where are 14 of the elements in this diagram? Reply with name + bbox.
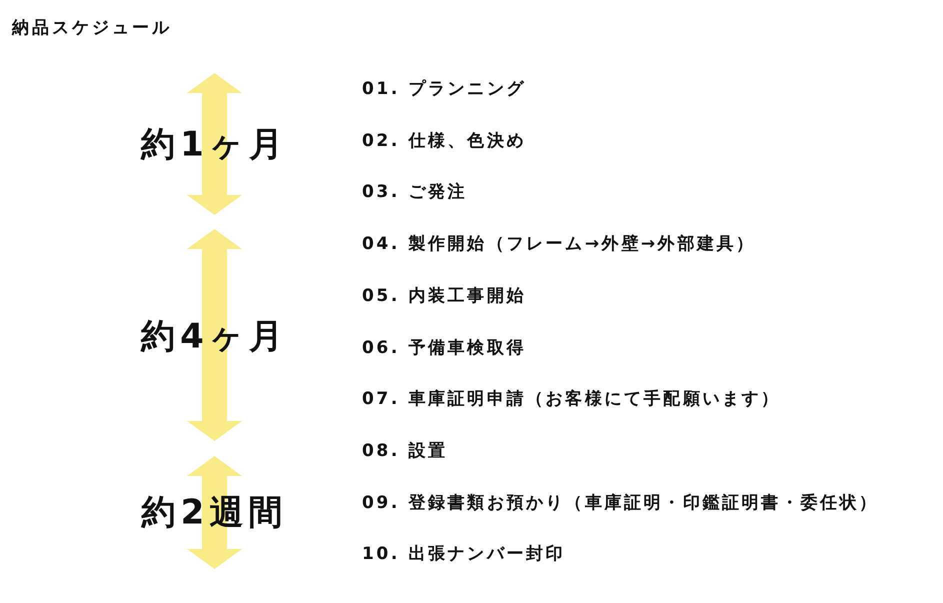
duration-label: 約4ヶ月 (141, 316, 288, 358)
step-text: 08. 設置 (362, 440, 448, 462)
step-text: 05. 内装工事開始 (362, 286, 526, 306)
step-text: 07. 車庫証明申請（お客様にて手配願います） (362, 389, 781, 410)
duration-label: 約1ヶ月 (141, 124, 288, 166)
step-text: 10. 出張ナンバー封印 (362, 544, 566, 564)
step-text: 02. 仕様、色決め (362, 130, 526, 151)
step-text: 09. 登録書類お預かり（車庫証明・印鑑証明書・委任状） (362, 492, 879, 513)
title: 納品スケジュール (12, 18, 172, 38)
step-text: 04. 製作開始（フレーム→外壁→外部建具） (362, 234, 756, 254)
step-text: 03. ご発注 (362, 182, 468, 203)
step-text: 01. プランニング (362, 78, 526, 100)
duration-label: 約2週間 (142, 492, 288, 534)
step-text: 06. 予備車検取得 (362, 337, 526, 358)
